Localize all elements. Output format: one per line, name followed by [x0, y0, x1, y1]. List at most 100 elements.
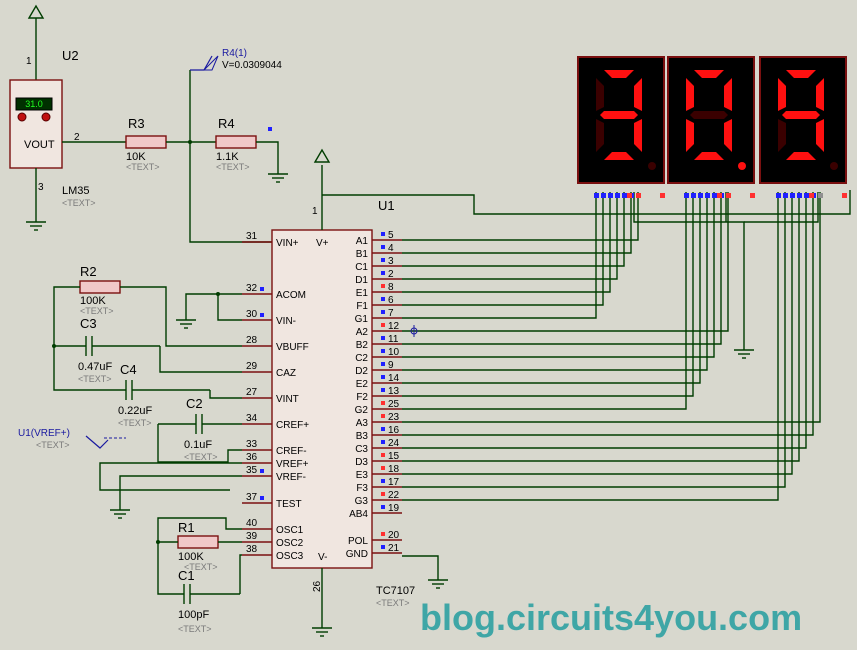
resistor-r2[interactable]: R2 100K <TEXT>: [79, 264, 121, 316]
lm35-sensor[interactable]: 31.0 VOUT U2 1 2 3 LM35 <TEXT>: [9, 4, 96, 231]
u1-pin-number: 23: [388, 412, 400, 423]
u1-pin-name: B1: [356, 249, 369, 260]
u1-pin-number: 39: [246, 531, 258, 542]
tc7107-adc[interactable]: U1 V+ V- 1 26 TC7107 <TEXT> 31VIN+32ACOM…: [242, 198, 415, 608]
probe-reading: V=0.0309044: [222, 60, 282, 71]
u1-pin-number: 11: [388, 334, 399, 345]
u1-pin-number: 40: [246, 518, 258, 529]
segment-d: [786, 152, 816, 160]
resistor-r3[interactable]: R3 10K <TEXT>: [125, 116, 167, 172]
u1-pin-number: 7: [388, 308, 394, 319]
u1-pin-name: E2: [356, 379, 369, 390]
resistor-r1[interactable]: R1 100K <TEXT>: [177, 520, 219, 572]
u1-pin-name: A2: [356, 327, 369, 338]
segment-e: [596, 119, 604, 152]
capacitor-c4[interactable]: C4 0.22uF <TEXT>: [100, 362, 210, 428]
sensor-display: [15, 97, 53, 111]
u1-pin-name: G2: [355, 405, 369, 416]
c4-value: 0.22uF: [118, 405, 153, 417]
u1-ref: U1: [378, 198, 395, 213]
decrease-button-icon[interactable]: [17, 112, 27, 122]
u1-pin-name: CAZ: [276, 368, 296, 379]
u1-pin-name: OSC2: [276, 538, 304, 549]
probe-name: R4(1): [222, 48, 247, 59]
segment-a: [604, 70, 634, 78]
u2-pin-vout: VOUT: [24, 139, 55, 151]
u1-pin-name: VREF-: [276, 472, 306, 483]
segment-g: [690, 111, 728, 119]
c3-text: <TEXT>: [78, 374, 112, 384]
u1-pin-name: CREF-: [276, 446, 307, 457]
seven-segment-displays: [577, 56, 847, 198]
u2-pin-3: 3: [38, 182, 44, 193]
u1-pin-number: 38: [246, 544, 258, 555]
u2-part: LM35: [62, 185, 90, 197]
u1-pin-name: E3: [356, 470, 369, 481]
u1-pin-number: 6: [388, 295, 394, 306]
u1-pin-name: F1: [356, 301, 368, 312]
u2-ref: U2: [62, 48, 79, 63]
probe-vref-name: U1(VREF+): [18, 428, 70, 439]
u2-text: <TEXT>: [62, 198, 96, 208]
u1-pin-number: 8: [388, 282, 394, 293]
u1-pin-name: GND: [346, 549, 368, 560]
u1-pin-number: 5: [388, 230, 394, 241]
ground-icon: [176, 319, 196, 329]
c1-ref: C1: [178, 568, 195, 583]
r4-text: <TEXT>: [216, 162, 250, 172]
r1-text: <TEXT>: [184, 562, 218, 572]
seven-segment-display: [759, 56, 847, 198]
segment-bus: [402, 192, 821, 501]
u1-pin-number: 28: [246, 335, 258, 346]
u1-pin-number: 29: [246, 361, 258, 372]
r2-text: <TEXT>: [80, 306, 114, 316]
u1-pin-name: POL: [348, 536, 368, 547]
capacitor-c3[interactable]: C3 0.47uF <TEXT>: [54, 316, 160, 384]
u1-pin-number: 31: [246, 231, 258, 242]
u1-pin-number: 33: [246, 439, 258, 450]
segment-d: [604, 152, 634, 160]
c1-value: 100pF: [178, 609, 209, 621]
u1-pin-name: G3: [355, 496, 369, 507]
segment-e: [686, 119, 694, 152]
u1-pin-name: VIN+: [276, 238, 299, 249]
u1-vminus: V-: [318, 552, 327, 563]
u1-vplus: V+: [316, 238, 329, 249]
u1-pin-number: 37: [246, 492, 258, 503]
ground-icon: [26, 221, 46, 231]
resistor-r4[interactable]: R4 1.1K <TEXT>: [215, 116, 257, 172]
sensor-reading: 31.0: [25, 99, 43, 109]
u1-pin-name: TEST: [276, 499, 302, 510]
c2-ref: C2: [186, 396, 203, 411]
r4-value: 1.1K: [216, 151, 239, 163]
r2-ref: R2: [80, 264, 97, 279]
c4-ref: C4: [120, 362, 137, 377]
ground-icon: [428, 579, 448, 589]
u1-pin-name: C1: [355, 262, 368, 273]
u1-text: <TEXT>: [376, 598, 410, 608]
capacitor-c2[interactable]: C2 0.1uF <TEXT>: [158, 396, 242, 462]
ground-icon: [110, 509, 130, 519]
segment-f: [596, 78, 604, 111]
increase-button-icon[interactable]: [41, 112, 51, 122]
u1-pin-number: 19: [388, 503, 400, 514]
voltage-probe-r4[interactable]: R4(1) V=0.0309044: [189, 48, 282, 142]
u1-pin-name: OSC3: [276, 551, 304, 562]
u1-pin-name: D2: [355, 366, 368, 377]
voltage-probe-vref[interactable]: U1(VREF+) <TEXT>: [18, 428, 126, 450]
u1-pin-number: 9: [388, 360, 394, 371]
segment-a: [786, 70, 816, 78]
u1-pin-name: D1: [355, 275, 368, 286]
u1-pin-name: F3: [356, 483, 368, 494]
u1-pin-name: A1: [356, 236, 369, 247]
capacitor-c1[interactable]: C1 100pF <TEXT>: [178, 568, 240, 634]
u1-pin-name: C3: [355, 444, 368, 455]
u1-pin-name: VREF+: [276, 459, 309, 470]
u1-pin-number: 4: [388, 243, 394, 254]
watermark: blog.circuits4you.com: [420, 597, 802, 638]
r4-ref: R4: [218, 116, 235, 131]
seven-segment-display: [577, 56, 665, 198]
u1-pin-number: 15: [388, 451, 400, 462]
power-terminal-icon: [27, 4, 45, 19]
